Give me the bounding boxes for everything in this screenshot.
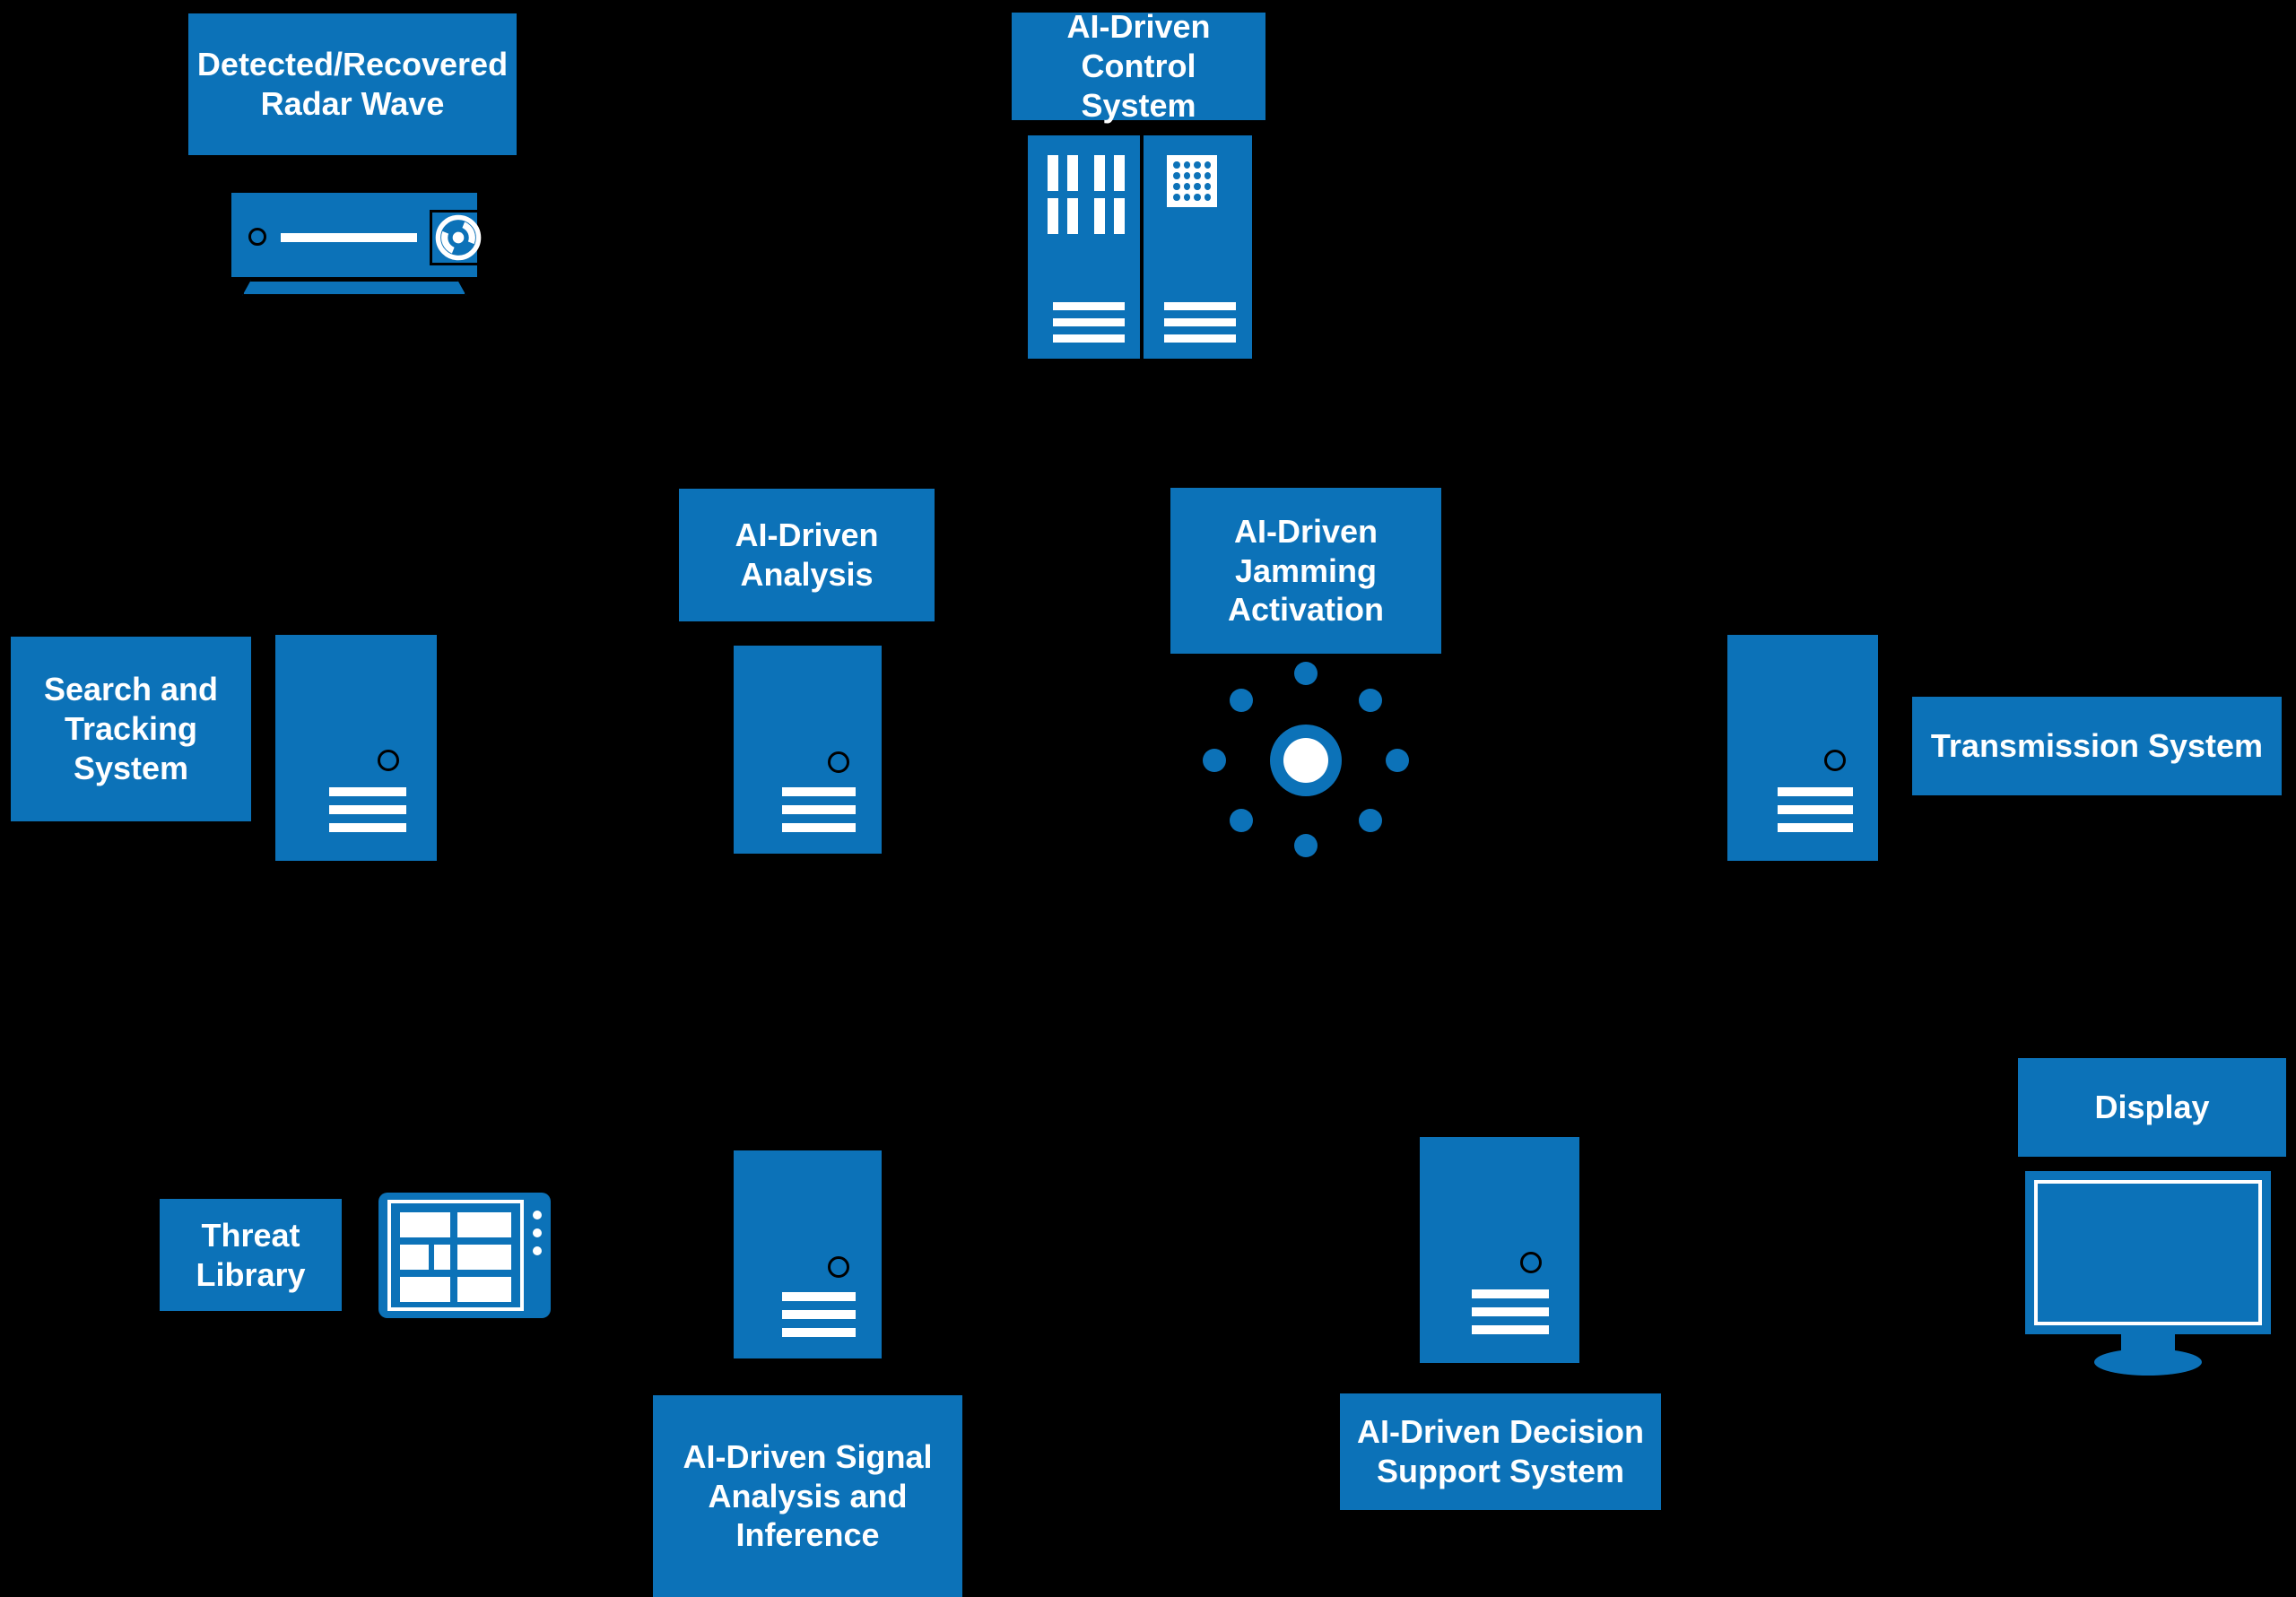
tablet-side-dot [533,1211,542,1219]
tablet-screen [387,1200,524,1311]
server-tower-icon [275,635,437,861]
rack-vent-line [1053,334,1125,343]
server-tower-icon [1727,635,1878,861]
rack-indicator-bar [1048,198,1058,234]
rack-divider [1140,135,1144,359]
monitor-panel [2025,1171,2271,1334]
tablet-cell [434,1245,450,1270]
label-display: Display [2018,1058,2286,1157]
label-ai-driven-signal-analysis-and-inference: AI-Driven Signal Analysis and Inference [653,1395,962,1597]
label-ai-driven-control-system: AI-Driven Control System [1012,8,1265,124]
jammer-satellite-dot [1386,749,1409,772]
rack-vent-line [1164,302,1236,310]
power-button-icon [828,751,849,773]
tablet-cell [400,1212,450,1237]
radar-receiver-icon [229,190,487,302]
rack-indicator-bar [1094,155,1105,191]
label-transmission-system: Transmission System [1912,697,2282,795]
server-rack-cabinet-icon [1025,133,1255,361]
rack-vent-line [1164,318,1236,326]
server-tower-icon [1420,1137,1579,1363]
label-detected-recovered-radar-wave: Detected/Recovered Radar Wave [188,13,517,155]
tower-vent-line [329,805,406,814]
jammer-satellite-dot [1203,749,1226,772]
tower-vent-line [1778,823,1853,832]
tablet-cell [400,1277,450,1302]
receiver-knob-icon [248,228,266,246]
rack-vent-line [1053,302,1125,310]
tower-vent-line [1472,1325,1549,1334]
jammer-satellite-dot [1294,662,1318,685]
tower-vent-line [782,1310,856,1319]
tablet-side-dot [533,1246,542,1255]
jammer-satellite-dot [1359,809,1382,832]
server-tower-icon [734,1150,882,1358]
rack-vent-line [1164,334,1236,343]
rack-indicator-bar [1094,198,1105,234]
tower-vent-line [782,1328,856,1337]
tower-vent-line [1472,1307,1549,1316]
tower-vent-line [782,787,856,796]
jammer-satellite-dot [1294,834,1318,857]
tablet-cell [457,1245,511,1270]
tablet-database-icon [378,1193,551,1318]
receiver-slot [281,230,417,246]
disc-drive-icon [435,214,482,261]
power-button-icon [1520,1252,1542,1273]
tablet-cell [457,1212,511,1237]
tablet-cell [400,1245,429,1270]
tower-vent-line [1778,787,1853,796]
power-button-icon [828,1256,849,1278]
jammer-satellite-dot [1230,809,1253,832]
tower-vent-line [1778,805,1853,814]
server-tower-icon [734,646,882,854]
rack-indicator-bar [1114,155,1125,191]
rack-indicator-bar [1067,198,1078,234]
label-ai-driven-decision-support-system: AI-Driven Decision Support System [1340,1393,1661,1510]
label-ai-driven-analysis: AI-Driven Analysis [679,489,935,621]
label-search-and-tracking-system: Search and Tracking System [11,637,251,821]
tower-vent-line [782,1292,856,1301]
tablet-cell [457,1277,511,1302]
rack-indicator-bar [1114,198,1125,234]
receiver-base [242,280,466,296]
tower-vent-line [329,823,406,832]
power-button-icon [1824,750,1846,771]
jammer-satellite-dot [1359,689,1382,712]
rack-indicator-bar [1048,155,1058,191]
jammer-satellite-dot [1230,689,1253,712]
label-threat-library: Threat Library [160,1199,342,1311]
tower-vent-line [1472,1289,1549,1298]
tower-vent-line [782,823,856,832]
monitor-bezel [2034,1180,2262,1325]
power-button-icon [378,750,399,771]
receiver-disc-frame [430,210,487,265]
tower-vent-line [329,787,406,796]
rack-indicator-bar [1067,155,1078,191]
jammer-core-center [1283,738,1328,783]
monitor-base [2094,1349,2202,1376]
label-ai-driven-jamming-activation: AI-Driven Jamming Activation [1170,488,1441,654]
rack-dot-grid-panel [1167,155,1217,207]
tablet-side-dot [533,1228,542,1237]
tower-vent-line [782,805,856,814]
monitor-display-icon [2025,1171,2278,1376]
jamming-radial-icon [1193,655,1419,863]
rack-vent-line [1053,318,1125,326]
